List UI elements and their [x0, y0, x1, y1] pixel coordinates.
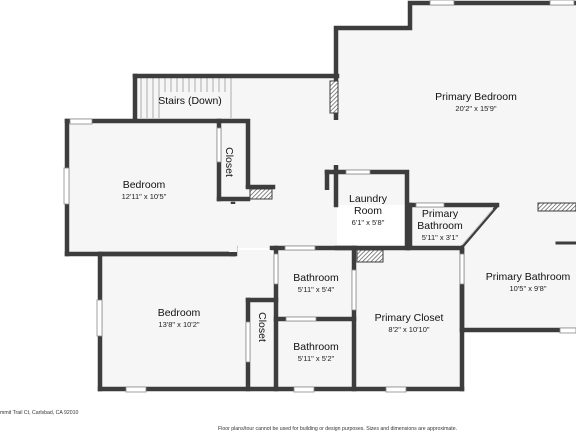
angled-wall: [460, 205, 499, 248]
floor-fills: [67, 3, 576, 388]
primary-bedroom-dim: 20'2" x 15'9": [455, 104, 496, 113]
primary-bathroom-small-line1: Primary: [422, 208, 459, 220]
closet-2-label: Closet: [256, 312, 268, 342]
primary-bathroom-name: Primary Bathroom: [486, 271, 571, 283]
stairs-treads: [140, 78, 232, 118]
built-in-features: [249, 80, 576, 263]
openings: [229, 120, 340, 258]
primary-bathroom-small-dim: 5'11" x 3'1": [422, 233, 459, 242]
disclaimer-text: Floor plans/tour cannot be used for buil…: [218, 426, 458, 432]
laundry-dim: 6'1" x 5'8": [352, 218, 385, 227]
bathroom-1-name: Bathroom: [293, 272, 339, 284]
windows: [63, 0, 576, 393]
laundry-name-line2: Room: [354, 205, 382, 217]
stairs-label: Stairs (Down): [158, 95, 222, 107]
property-address: mmit Trail Ct, Carlsbad, CA 92010: [0, 410, 79, 416]
primary-bathroom-dim: 10'5" x 9'8": [510, 284, 547, 293]
bedroom-1-dim: 12'11" x 10'5": [122, 192, 167, 201]
bathroom-1-dim: 5'11" x 5'4": [298, 285, 335, 294]
laundry-name-line1: Laundry: [349, 193, 388, 205]
primary-bathroom-small-line2: Bathroom: [417, 220, 463, 232]
primary-closet-name: Primary Closet: [375, 312, 444, 324]
bathroom-2-name: Bathroom: [293, 341, 339, 353]
room-labels: Primary Bedroom 20'2" x 15'9" Stairs (Do…: [122, 91, 571, 363]
bedroom-2-name: Bedroom: [158, 307, 201, 319]
bedroom-1-name: Bedroom: [123, 179, 166, 191]
bathroom-2-dim: 5'11" x 5'2": [298, 354, 335, 363]
primary-closet-dim: 8'2" x 10'10": [388, 325, 429, 334]
primary-bedroom-name: Primary Bedroom: [435, 91, 517, 103]
bedroom-2-dim: 13'8" x 10'2": [158, 320, 199, 329]
closet-1-label: Closet: [223, 147, 235, 177]
